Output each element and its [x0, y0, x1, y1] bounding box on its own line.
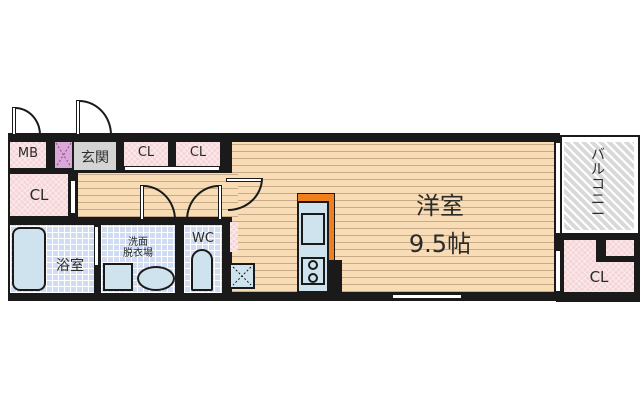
closet-right-door	[555, 250, 561, 292]
closet-left-label: CL	[29, 186, 49, 204]
balcony	[564, 142, 634, 230]
western-room	[232, 142, 554, 292]
bathtub	[12, 227, 46, 291]
balcony-label: バ ル コ ニ ー	[588, 148, 608, 223]
closet-right-notch	[596, 240, 606, 260]
south-window	[392, 294, 462, 299]
balcony-char: バ	[591, 147, 605, 163]
washroom-label-2: 脱衣場	[123, 248, 153, 259]
entrance-door-swing	[79, 100, 112, 135]
closet-left-door	[70, 180, 76, 214]
western-room-label: 洋室	[416, 192, 464, 220]
bath-door	[94, 226, 99, 266]
balcony-char: ー	[591, 207, 605, 223]
closet-left	[10, 174, 68, 216]
closet-hall-1	[124, 142, 168, 166]
kitchen-sink	[301, 213, 325, 245]
pipe-space-x-icon	[55, 142, 72, 168]
wc-label: WC	[192, 231, 214, 246]
balcony-char: コ	[591, 177, 605, 193]
balcony-char: ル	[591, 162, 605, 178]
closet-hall-1-label: CL	[137, 145, 155, 160]
meter-box	[10, 142, 46, 168]
genkan	[74, 142, 116, 170]
small-storage	[230, 222, 238, 252]
kitchen-wall	[328, 260, 342, 293]
ventilation-x-icon	[232, 266, 252, 286]
balcony-char: ニ	[591, 192, 605, 208]
bath-label: 浴室	[56, 258, 84, 274]
mb-door-swing	[15, 107, 41, 135]
genkan-label: 玄関	[81, 150, 109, 166]
wash-basin	[137, 266, 175, 291]
closet-right-notch	[596, 256, 634, 262]
western-room-size: 9.5帖	[408, 230, 472, 258]
closet-right-label: CL	[589, 268, 609, 286]
closet-door-track	[124, 166, 220, 171]
closet-hall-2-label: CL	[189, 145, 207, 160]
mb-label: MB	[17, 146, 39, 161]
burner-icon	[308, 260, 318, 270]
washroom-label-1: 洗面	[128, 237, 148, 248]
washing-machine-pan	[103, 263, 133, 291]
burner-icon	[308, 273, 318, 283]
closet-hall-2	[176, 142, 220, 166]
toilet	[191, 249, 213, 291]
